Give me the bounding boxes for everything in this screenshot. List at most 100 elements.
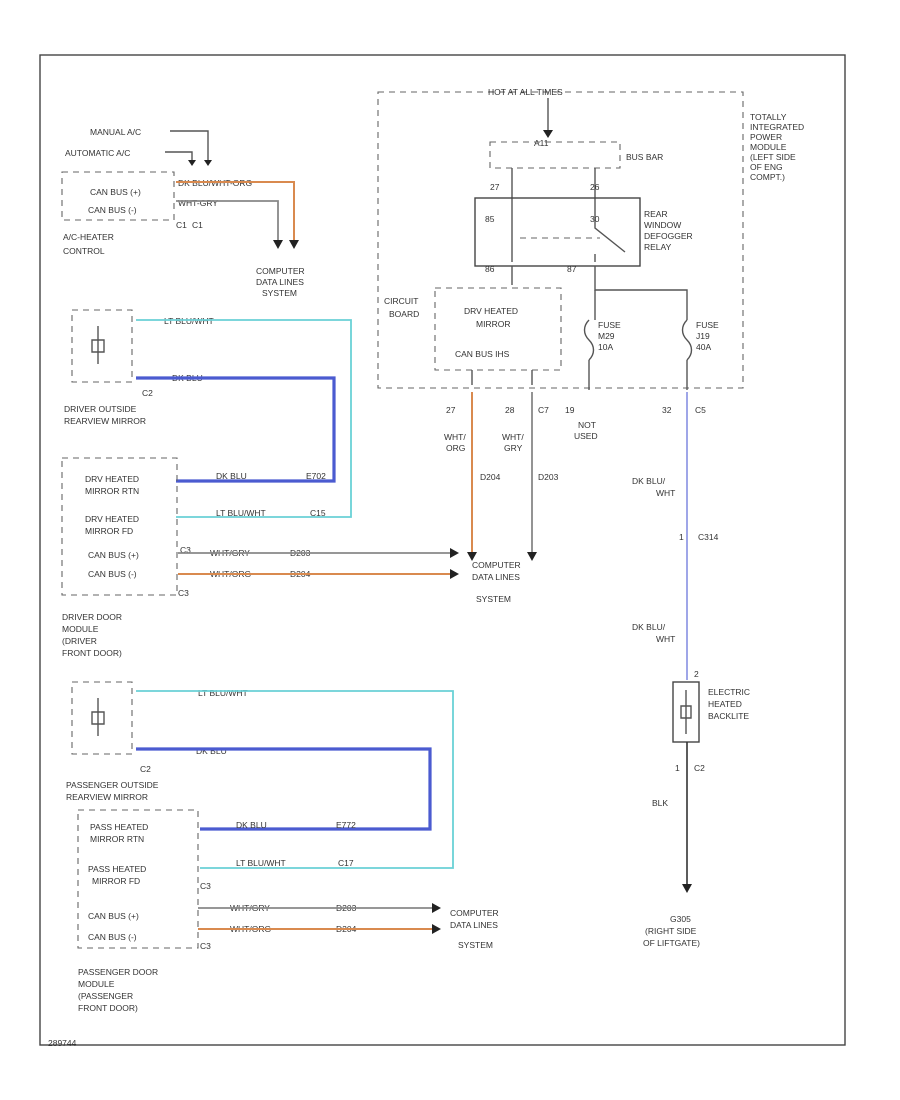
comp-top-l3: SYSTEM [262, 288, 297, 298]
component-box [61, 457, 178, 596]
comp-top-l2: DATA LINES [256, 277, 304, 287]
pass-mirror-label-2: REARVIEW MIRROR [66, 792, 148, 802]
pass-lb2-wire: LT BLU/WHT [236, 858, 286, 868]
drv-heated-mirror-1: DRV HEATED [464, 306, 518, 316]
drv-heated-mirror-2: MIRROR [476, 319, 510, 329]
relay-pin-87: 87 [567, 264, 577, 274]
pass-fd-1: PASS HEATED [88, 864, 146, 874]
drv-lb-wire: LT BLU/WHT [164, 316, 214, 326]
drv-g-db: E702 [306, 471, 326, 481]
drv-module-4: FRONT DOOR) [62, 648, 122, 658]
ac-pin2-label: C1 [192, 220, 203, 230]
automatic-ac-label: AUTOMATIC A/C [65, 148, 130, 158]
wire [136, 690, 454, 869]
hot-at-all-times-label: HOT AT ALL TIMES [488, 87, 563, 97]
wire [165, 151, 193, 162]
drv-pin-c3: C3 [180, 545, 191, 555]
wire [681, 319, 693, 361]
pass-mirror-label-1: PASSENGER OUTSIDE [66, 780, 159, 790]
wire-arrow [289, 240, 299, 249]
ac-heater-label-2: CONTROL [63, 246, 105, 256]
drv-module-1: DRIVER DOOR [62, 612, 122, 622]
backlite-pin-2: 2 [694, 669, 699, 679]
backlite-c314: C314 [698, 532, 719, 542]
tipm-pin-a-label: A11 [534, 138, 549, 148]
tipm-label-1: TOTALLY [750, 112, 787, 122]
wire-arrow [188, 160, 196, 166]
backlite-wire2-2: WHT [656, 634, 675, 644]
backlite-wire1-2: WHT [656, 488, 675, 498]
ac-heater-control: MANUAL A/C AUTOMATIC A/C CAN BUS (+) CAN… [61, 127, 299, 256]
computer-data-lines-bot: COMPUTER DATA LINES SYSTEM [450, 908, 499, 950]
pass-lb-wire: LT BLU/WHT [198, 688, 248, 698]
fuse-m29-3: 10A [598, 342, 613, 352]
comp-top-l1: COMPUTER [256, 266, 305, 276]
component-box [672, 681, 700, 743]
tipm-label-3: POWER [750, 132, 782, 142]
relay-pin-26: 26 [590, 182, 600, 192]
pass-g-lb: C17 [338, 858, 354, 868]
backlite-blk: BLK [652, 798, 668, 808]
relay-label-2: WINDOW [644, 220, 681, 230]
component-box [71, 681, 133, 755]
wire-d204: D204 [480, 472, 501, 482]
ac-heater-label-1: A/C-HEATER [63, 232, 114, 242]
tipm-pin-28: 28 [505, 405, 515, 415]
fuse-m29-1: FUSE [598, 320, 621, 330]
relay-pin-85: 85 [485, 214, 495, 224]
wire-arrow [527, 552, 537, 561]
wire [594, 266, 688, 320]
tipm-pin-19: 19 [565, 405, 575, 415]
drv-g-lb: C15 [310, 508, 326, 518]
drv-pin-c2: C2 [142, 388, 153, 398]
tipm-can-bus-label: CAN BUS IHS [455, 349, 510, 359]
wire-wht-gry-1: WHT/ [502, 432, 524, 442]
comp-mid-l2: DATA LINES [472, 572, 520, 582]
fuse-m29-2: M29 [598, 331, 615, 341]
tipm-label-2: INTEGRATED [750, 122, 804, 132]
wire-wht-gry-2: GRY [504, 443, 523, 453]
comp-bot-l1: COMPUTER [450, 908, 499, 918]
wire-arrow [432, 903, 441, 913]
backlite-wire2-1: DK BLU/ [632, 622, 666, 632]
tipm-pin-27: 27 [446, 405, 456, 415]
driver-mirror: LT BLU/WHT DK BLU C2 DRIVER OUTSIDE REAR… [61, 309, 459, 658]
wire-arrow [204, 160, 212, 166]
can-hi-label: CAN BUS (+) [90, 187, 141, 197]
comp-bot-l2: DATA LINES [450, 920, 498, 930]
manual-ac-label: MANUAL A/C [90, 127, 141, 137]
backlite-label-3: BACKLITE [708, 711, 749, 721]
component-box [77, 809, 199, 949]
drv-fd-1: DRV HEATED [85, 514, 139, 524]
backlite-c2: C2 [694, 763, 705, 773]
pass-db-wire: DK BLU [196, 746, 227, 756]
drv-can-hi: CAN BUS (+) [88, 550, 139, 560]
pass-rtn-1: PASS HEATED [90, 822, 148, 832]
wire [136, 319, 352, 518]
pass-pin-c3: C3 [200, 881, 211, 891]
pass-module-4: FRONT DOOR) [78, 1003, 138, 1013]
pass-g-db: E772 [336, 820, 356, 830]
drv-fd-2: MIRROR FD [85, 526, 133, 536]
pass-fd-2: MIRROR FD [92, 876, 140, 886]
drv-mirror-label-2: REARVIEW MIRROR [64, 416, 146, 426]
pass-module-1: PASSENGER DOOR [78, 967, 158, 977]
wire [176, 181, 295, 240]
component-box [71, 309, 133, 383]
not-used-2: USED [574, 431, 598, 441]
ac-pin-label: C1 [176, 220, 187, 230]
wire [170, 130, 209, 162]
pass-can-lo: CAN BUS (-) [88, 932, 137, 942]
wire-wht-org-2: ORG [446, 443, 465, 453]
fuse-j19-2: J19 [696, 331, 710, 341]
relay-pin-27: 27 [490, 182, 500, 192]
wire-arrow [450, 548, 459, 558]
pass-module-2: MODULE [78, 979, 115, 989]
wire-arrow [682, 884, 692, 893]
wire [91, 339, 105, 353]
component-box [434, 287, 562, 371]
circuit-board-1: CIRCUIT [384, 296, 418, 306]
wire-arrow [273, 240, 283, 249]
computer-data-lines-mid: COMPUTER DATA LINES SYSTEM [472, 560, 521, 604]
bus-bar-label: BUS BAR [626, 152, 663, 162]
